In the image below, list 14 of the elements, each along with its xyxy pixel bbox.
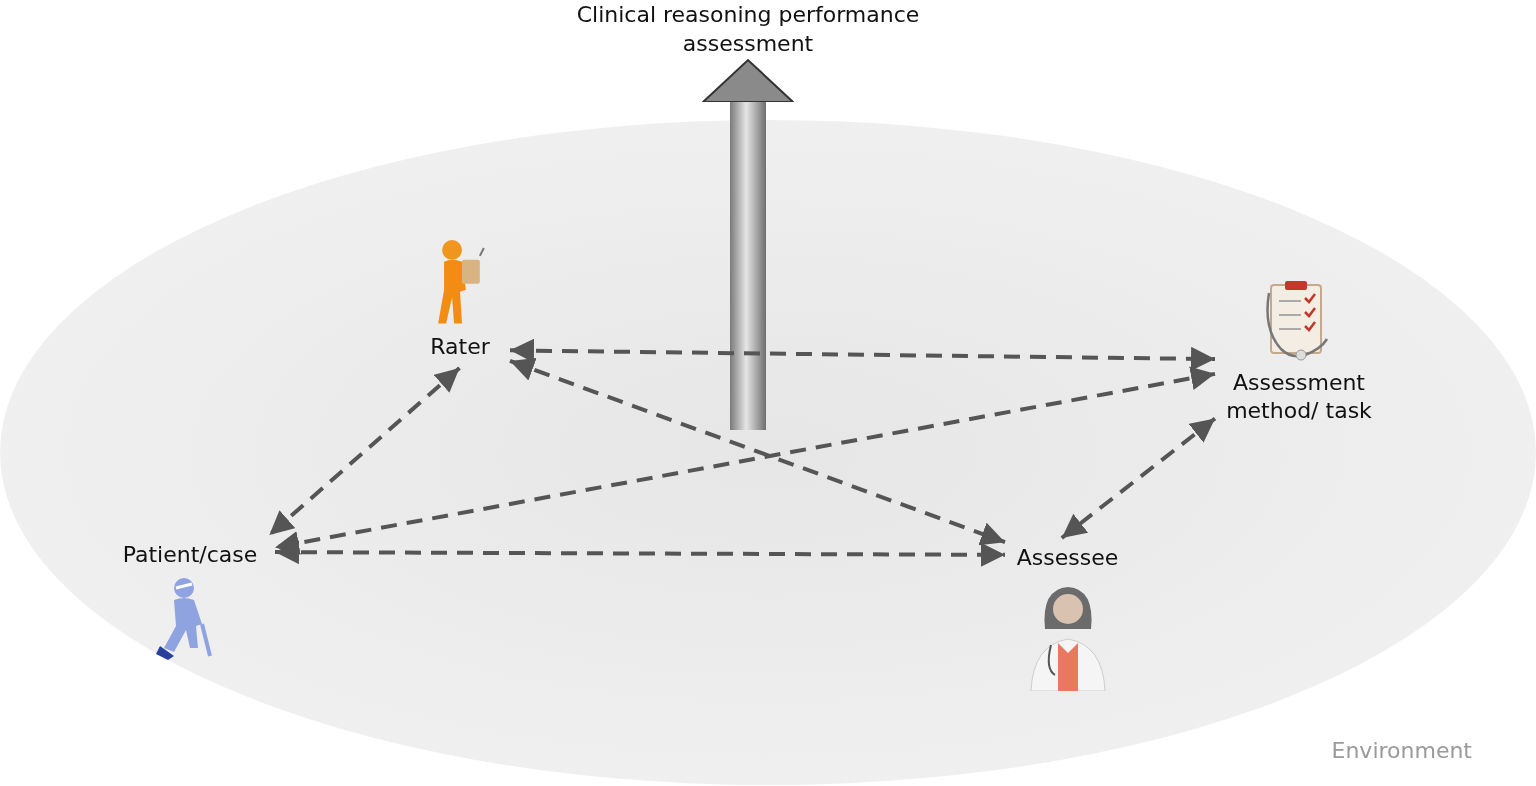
dashed-arrow xyxy=(1060,416,1217,540)
dashed-arrow xyxy=(274,366,1216,555)
node-label: Assessment method/ task xyxy=(1225,368,1373,426)
node-label: Rater xyxy=(430,333,490,362)
node-label: Patient/case xyxy=(122,541,258,569)
title: Clinical reasoning performance assessment xyxy=(575,1,921,58)
environment-label: Environment xyxy=(1331,738,1472,763)
dashed-arrow xyxy=(509,357,1006,546)
dashed-arrow xyxy=(275,540,1005,567)
environment-ellipse xyxy=(0,120,1536,785)
large-arrow xyxy=(702,59,794,430)
dashed-arrow xyxy=(268,366,461,537)
node-label: Assessee xyxy=(1016,544,1119,572)
dashed-arrow xyxy=(509,338,1216,371)
